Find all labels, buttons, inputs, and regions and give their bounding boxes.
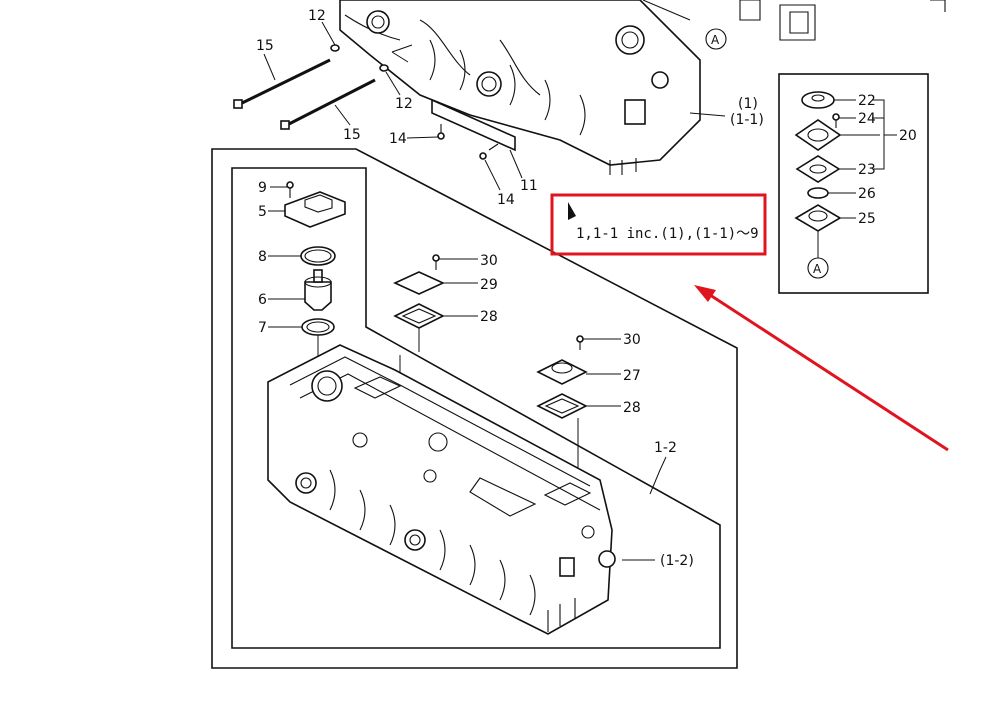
callout-30a: 30 <box>480 253 498 269</box>
callout-27: 27 <box>623 368 641 384</box>
callout-12b: 12 <box>395 96 413 112</box>
callout-7: 7 <box>258 320 267 336</box>
callout-5: 5 <box>258 204 267 220</box>
arrow-head-icon <box>694 285 716 302</box>
callout-14b: 14 <box>497 192 515 208</box>
callout-12a: 12 <box>308 8 326 24</box>
highlight-annotation: 1,1-1 inc.(1),(1-1)～9 <box>550 193 949 452</box>
callout-1: (1) <box>738 96 758 112</box>
callout-26: 26 <box>858 186 876 202</box>
detail-frame <box>211 148 738 669</box>
highlight-box <box>550 193 767 256</box>
callout-29: 29 <box>480 277 498 293</box>
callout-15a: 15 <box>256 38 274 54</box>
callout-6: 6 <box>258 292 267 308</box>
callout-9: 9 <box>258 180 267 196</box>
callout-28b: 28 <box>623 400 641 416</box>
callout-23: 23 <box>858 162 876 178</box>
callout-25: 25 <box>858 211 876 227</box>
callout-22: 22 <box>858 93 876 109</box>
callout-14a: 14 <box>389 131 407 147</box>
lower-callouts: 1-2 (1-2) <box>622 440 694 569</box>
assembly-note: 1,1-1 inc.(1),(1-1)～9 <box>576 226 759 242</box>
ref-a-inset: A <box>813 262 822 276</box>
callout-24: 24 <box>858 111 876 127</box>
callout-1-2: 1-2 <box>654 440 677 456</box>
upper-manifold-assembly <box>339 0 946 175</box>
stud-bolts <box>233 44 499 160</box>
water-manifold-1-2 <box>267 344 616 635</box>
callout-1-1: (1-1) <box>730 112 764 128</box>
highlight-arrow <box>706 291 949 452</box>
thermostat-inset: 22 24 20 23 26 25 A <box>778 73 929 294</box>
cover-plates: 30 29 28 30 27 28 <box>393 253 641 490</box>
callout-20: 20 <box>899 128 917 144</box>
callout-11: 11 <box>520 178 538 194</box>
callout-8: 8 <box>258 249 267 265</box>
callout-28a: 28 <box>480 309 498 325</box>
thermostat-stack: 9 5 8 6 7 <box>258 180 346 360</box>
callout-1-2p: (1-2) <box>660 553 694 569</box>
callout-30b: 30 <box>623 332 641 348</box>
triangle-marker-icon <box>568 202 576 220</box>
upper-callouts: 12 15 12 15 14 14 11 (1) (1-1) A <box>256 8 764 208</box>
callout-15b: 15 <box>343 127 361 143</box>
ref-a-top: A <box>711 33 720 47</box>
